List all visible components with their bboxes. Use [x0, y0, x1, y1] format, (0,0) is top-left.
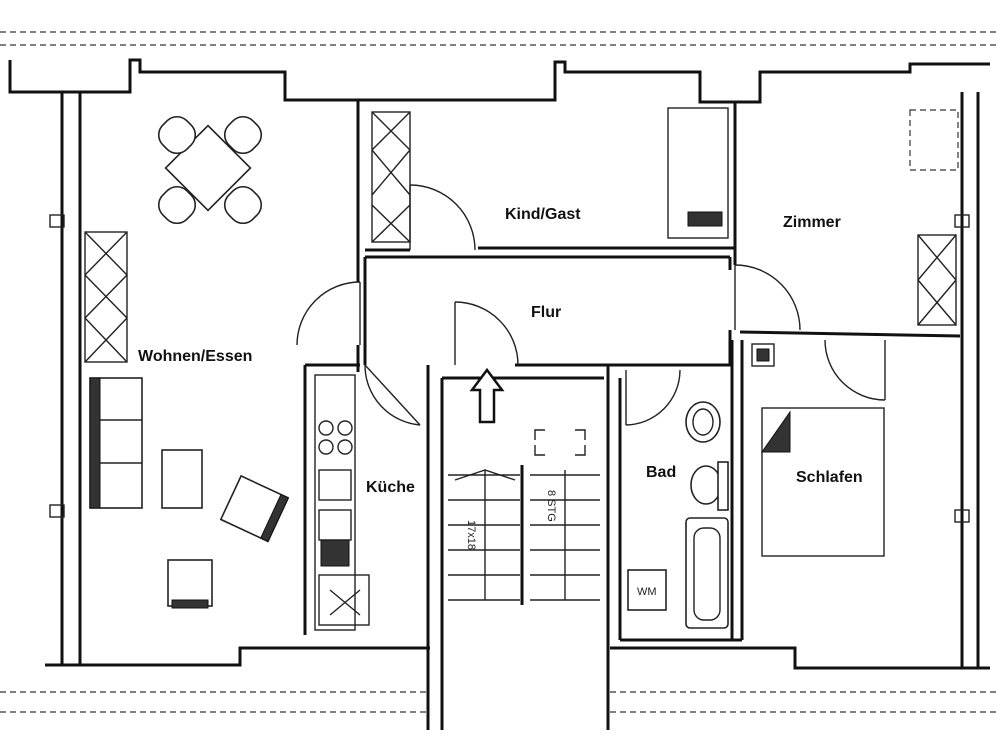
washing-machine-label: WM [637, 586, 657, 598]
sofa [89, 377, 143, 509]
bed-outline-zimmer [909, 109, 959, 171]
top-facade-markings [0, 31, 1000, 46]
dining-set [157, 115, 263, 225]
chimney [751, 343, 775, 367]
wardrobe-zimmer [917, 234, 957, 326]
bed-schlafen [761, 407, 885, 557]
room-label-kind: Kind/Gast [505, 206, 581, 223]
chimney-core [756, 348, 770, 362]
wardrobe-kind [371, 111, 411, 243]
room-label-flur: Flur [531, 304, 562, 321]
arrow-up-icon [469, 367, 505, 424]
room-label-wohnen: Wohnen/Essen [138, 348, 253, 365]
room-label-bad: Bad [646, 464, 677, 481]
coffee-table [161, 449, 203, 509]
staircase: 17x18 8 STG [448, 429, 600, 605]
room-label-zimmer: Zimmer [783, 214, 841, 231]
windows [49, 214, 970, 523]
room-label-kueche: Küche [366, 479, 415, 496]
armchair [219, 474, 290, 543]
svg-text:8 STG: 8 STG [545, 490, 557, 522]
tv-cabinet [167, 559, 213, 609]
room-label-schlafen: Schlafen [796, 469, 863, 486]
bottom-facade-markings [0, 691, 1000, 713]
desk-kind [667, 107, 729, 239]
shelf-left [84, 231, 128, 363]
bathroom-fixtures: WM [627, 401, 729, 629]
interior-walls [303, 100, 961, 730]
kitchen-counter [314, 374, 370, 631]
outer-walls [8, 58, 990, 670]
svg-text:17x18: 17x18 [465, 520, 477, 550]
